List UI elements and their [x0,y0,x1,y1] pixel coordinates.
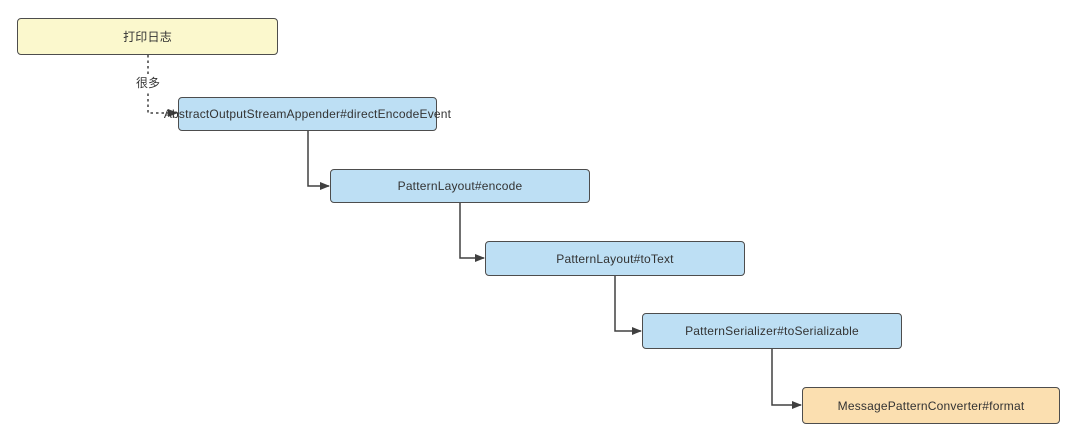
connector-encode-to-totext [459,203,485,262]
node-pattern-serializer: PatternSerializer#toSerializable [642,313,902,349]
node-message-converter-format: MessagePatternConverter#format [802,387,1060,424]
connector-totext-to-serializable [614,276,642,335]
connector-printlog-to-directencode [147,55,178,117]
node-pattern-layout-encode: PatternLayout#encode [330,169,590,203]
connector-directencode-to-encode [307,131,330,190]
node-direct-encode-event: AbstractOutputStreamAppender#directEncod… [164,97,451,131]
edge-label-many: 很多 [134,76,163,91]
node-pattern-layout-totext: PatternLayout#toText [485,241,745,276]
connector-serializable-to-format [771,349,802,409]
node-print-log: 打印日志 [17,18,278,55]
